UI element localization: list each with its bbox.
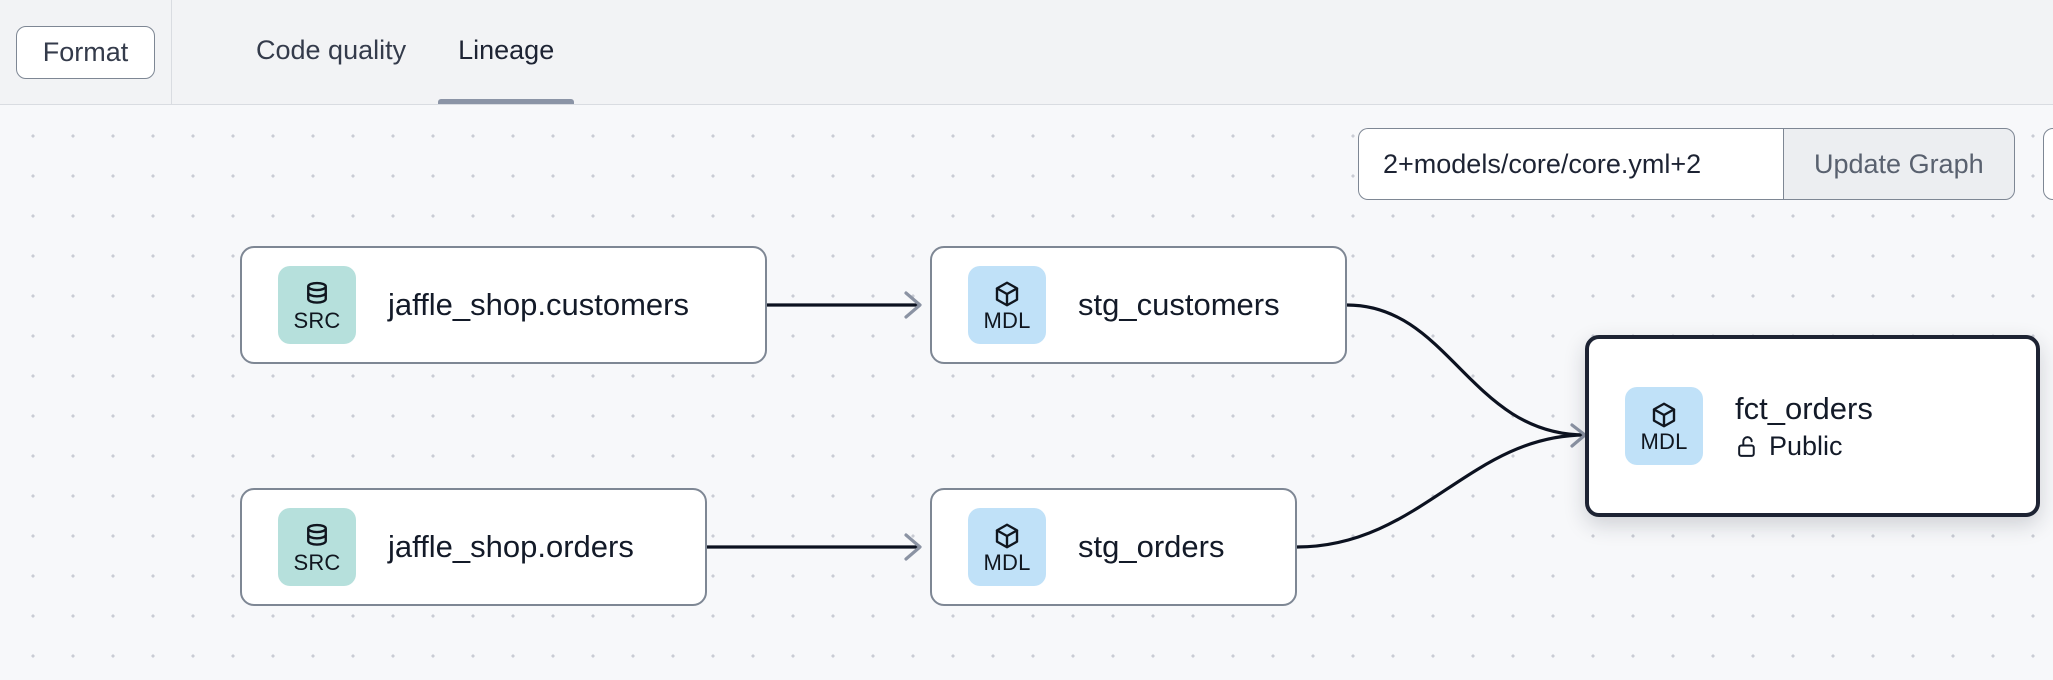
graph-extra-control[interactable] bbox=[2043, 128, 2053, 200]
lineage-node-stg-orders[interactable]: MDL stg_orders bbox=[930, 488, 1297, 606]
graph-selector-input[interactable] bbox=[1358, 128, 1783, 200]
source-badge-label: SRC bbox=[293, 549, 341, 575]
lineage-node-text-group: fct_orders Public bbox=[1735, 391, 1873, 462]
unlock-icon bbox=[1738, 435, 1755, 457]
format-button[interactable]: Format bbox=[15, 25, 156, 79]
lineage-node-label: jaffle_shop.orders bbox=[388, 529, 634, 564]
source-badge: SRC bbox=[278, 508, 356, 586]
edge-stg-customers-to-fct-orders bbox=[1346, 303, 1586, 437]
editor-toolbar: Format Code quality Lineage bbox=[0, 0, 2053, 105]
cube-icon bbox=[1652, 402, 1676, 427]
tab-bar: Code quality Lineage bbox=[172, 0, 580, 104]
model-badge-label: MDL bbox=[1640, 428, 1688, 454]
tab-code-quality[interactable]: Code quality bbox=[256, 35, 407, 65]
model-badge: MDL bbox=[1625, 387, 1703, 465]
source-badge-label: SRC bbox=[293, 307, 341, 333]
model-badge-label: MDL bbox=[983, 549, 1031, 575]
model-badge-label: MDL bbox=[983, 307, 1031, 333]
lineage-node-stg-customers[interactable]: MDL stg_customers bbox=[930, 246, 1347, 364]
graph-selector-toolbar: Update Graph bbox=[1358, 128, 2015, 200]
lineage-node-label: stg_customers bbox=[1078, 287, 1280, 322]
access-badge-label: Public bbox=[1769, 430, 1843, 461]
arrowhead-stg-orders bbox=[904, 533, 922, 561]
database-icon bbox=[307, 281, 327, 304]
access-badge: Public bbox=[1735, 431, 1873, 462]
edge-stg-orders-to-fct-orders bbox=[1296, 433, 1586, 549]
lineage-node-src-customers[interactable]: SRC jaffle_shop.customers bbox=[240, 246, 767, 364]
lineage-node-fct-orders[interactable]: MDL fct_orders Public bbox=[1585, 335, 2040, 517]
lineage-node-label: fct_orders bbox=[1735, 390, 1873, 426]
model-badge: MDL bbox=[968, 266, 1046, 344]
lineage-edges bbox=[707, 291, 1587, 561]
tab-lineage[interactable]: Lineage bbox=[432, 0, 580, 104]
database-icon bbox=[307, 523, 327, 546]
lineage-node-label: jaffle_shop.customers bbox=[388, 287, 689, 322]
cube-icon bbox=[995, 281, 1019, 306]
format-button-zone: Format bbox=[0, 0, 172, 104]
cube-icon bbox=[995, 523, 1019, 548]
model-badge: MDL bbox=[968, 508, 1046, 586]
arrowhead-stg-customers bbox=[904, 291, 922, 319]
source-badge: SRC bbox=[278, 266, 356, 344]
lineage-node-src-orders[interactable]: SRC jaffle_shop.orders bbox=[240, 488, 707, 606]
lineage-canvas[interactable]: SRC jaffle_shop.customers MDL stg_custom… bbox=[0, 105, 2053, 680]
lineage-node-label: stg_orders bbox=[1078, 529, 1225, 564]
update-graph-button[interactable]: Update Graph bbox=[1783, 128, 2015, 200]
